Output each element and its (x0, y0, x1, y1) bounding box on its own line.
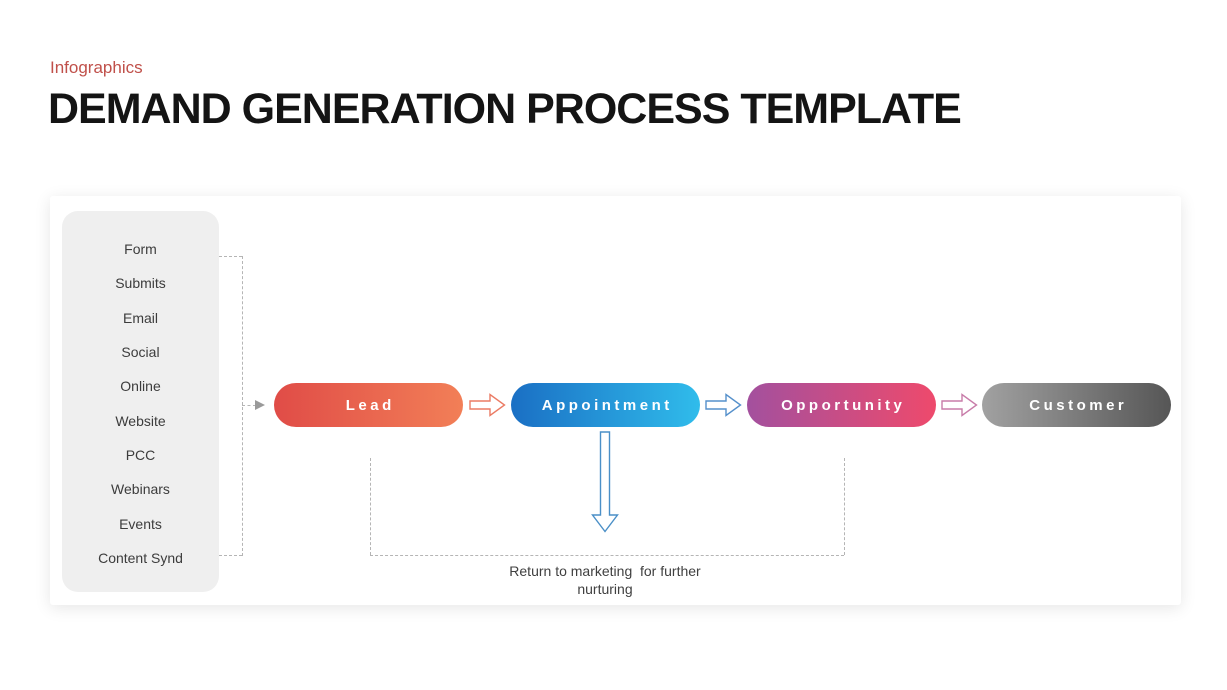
source-list-item: Website (115, 412, 166, 429)
sources-bracket-vertical-line (242, 256, 243, 556)
return-path-right-line (844, 458, 845, 555)
return-path-bottom-line (370, 555, 844, 556)
sources-bracket-bottom-line (219, 555, 242, 556)
source-list-item: Events (119, 515, 162, 532)
stage-appointment: Appointment (511, 383, 700, 427)
return-path-left-line (370, 458, 371, 555)
source-list-item: Form (124, 241, 157, 257)
appointment-return-down-arrow-icon (591, 431, 619, 533)
sources-bracket-top-line (219, 256, 242, 257)
source-list-item: Content Synd (98, 549, 183, 566)
source-list-item: Submits (115, 275, 166, 292)
page-title: DEMAND GENERATION PROCESS TEMPLATE (48, 85, 962, 133)
source-list-item: Webinars (111, 481, 170, 498)
source-list-item: PCC (125, 446, 156, 463)
sources-to-lead-dashed-line (242, 405, 256, 406)
source-list-item: Email (122, 309, 158, 326)
eyebrow-label: Infographics (50, 58, 143, 77)
return-note: Return to marketing for further nurturin… (509, 563, 701, 598)
arrow-lead-to-appointment-icon (469, 393, 506, 417)
source-list-item: Online (120, 378, 161, 395)
stage-lead: Lead (274, 383, 463, 427)
arrow-appointment-to-opportunity-icon (705, 393, 742, 417)
arrow-opportunity-to-customer-icon (941, 393, 978, 417)
sources-to-lead-arrowhead-icon (255, 400, 265, 410)
source-list-item: Social (121, 343, 160, 360)
stage-customer: Customer (982, 383, 1171, 427)
stage-opportunity: Opportunity (747, 383, 936, 427)
